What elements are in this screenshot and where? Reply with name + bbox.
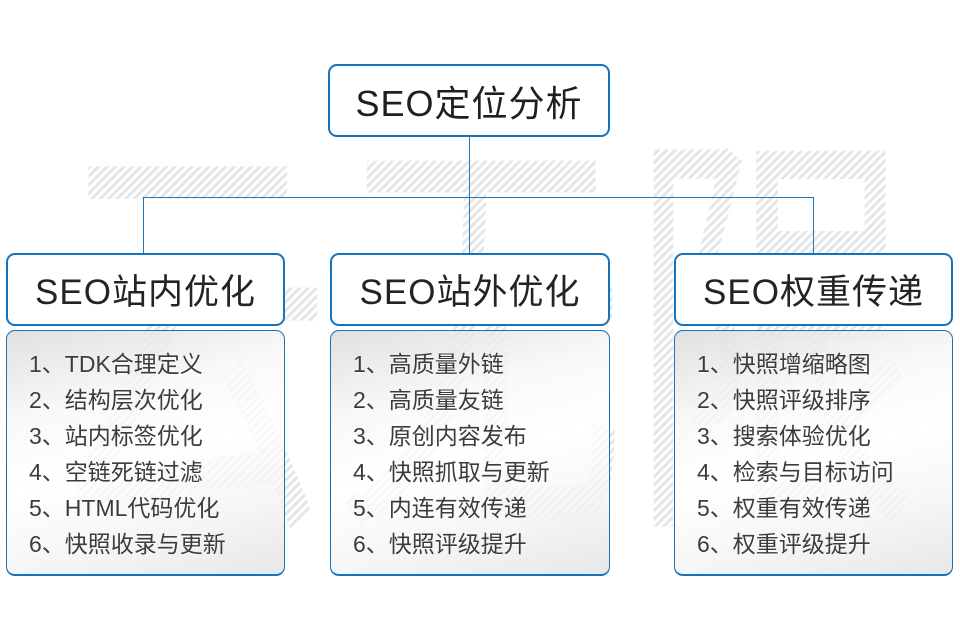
column-list-panel: 1、快照增缩略图 2、快照评级排序 3、搜索体验优化 4、检索与目标访问 5、权…: [674, 330, 953, 576]
list-item: 1、快照增缩略图: [697, 351, 871, 377]
column-header-title: SEO站外优化: [359, 273, 581, 312]
column-header: SEO站外优化: [330, 253, 610, 326]
connector-horizontal: [143, 197, 814, 198]
list-item: 5、内连有效传递: [353, 495, 527, 521]
column-list-panel: 1、TDK合理定义 2、结构层次优化 3、站内标签优化 4、空链死链过滤 5、H…: [6, 330, 285, 576]
column-weight-transfer: SEO权重传递 1、快照增缩略图 2、快照评级排序 3、搜索体验优化 4、检索与…: [674, 253, 953, 576]
list-item: 5、权重有效传递: [697, 495, 871, 521]
list-item: 6、快照评级提升: [353, 531, 527, 557]
list-item: 4、快照抓取与更新: [353, 459, 550, 485]
list-item: 3、原创内容发布: [353, 423, 527, 449]
list-item: 1、高质量外链: [353, 351, 504, 377]
list-item: 2、高质量友链: [353, 387, 504, 413]
root-node: SEO定位分析: [328, 64, 610, 137]
list-item: 2、结构层次优化: [29, 387, 203, 413]
list-item: 3、站内标签优化: [29, 423, 203, 449]
connector-right-drop: [813, 197, 814, 255]
list-item: 6、权重评级提升: [697, 531, 871, 557]
root-node-title: SEO定位分析: [355, 82, 583, 124]
connector-left-drop: [143, 197, 144, 255]
list-item: 2、快照评级排序: [697, 387, 871, 413]
list-item: 1、TDK合理定义: [29, 351, 203, 377]
list-item: 5、HTML代码优化: [29, 495, 220, 521]
column-header-title: SEO权重传递: [703, 273, 924, 312]
list-item: 4、空链死链过滤: [29, 459, 203, 485]
column-header-title: SEO站内优化: [35, 273, 256, 312]
list-item: 6、快照收录与更新: [29, 531, 226, 557]
column-header: SEO站内优化: [6, 253, 285, 326]
column-onsite-seo: SEO站内优化 1、TDK合理定义 2、结构层次优化 3、站内标签优化 4、空链…: [6, 253, 285, 576]
list-item: 3、搜索体验优化: [697, 423, 871, 449]
column-header: SEO权重传递: [674, 253, 953, 326]
column-list-panel: 1、高质量外链 2、高质量友链 3、原创内容发布 4、快照抓取与更新 5、内连有…: [330, 330, 610, 576]
connector-root-vertical: [469, 137, 470, 255]
list-item: 4、检索与目标访问: [697, 459, 894, 485]
column-offsite-seo: SEO站外优化 1、高质量外链 2、高质量友链 3、原创内容发布 4、快照抓取与…: [330, 253, 610, 576]
